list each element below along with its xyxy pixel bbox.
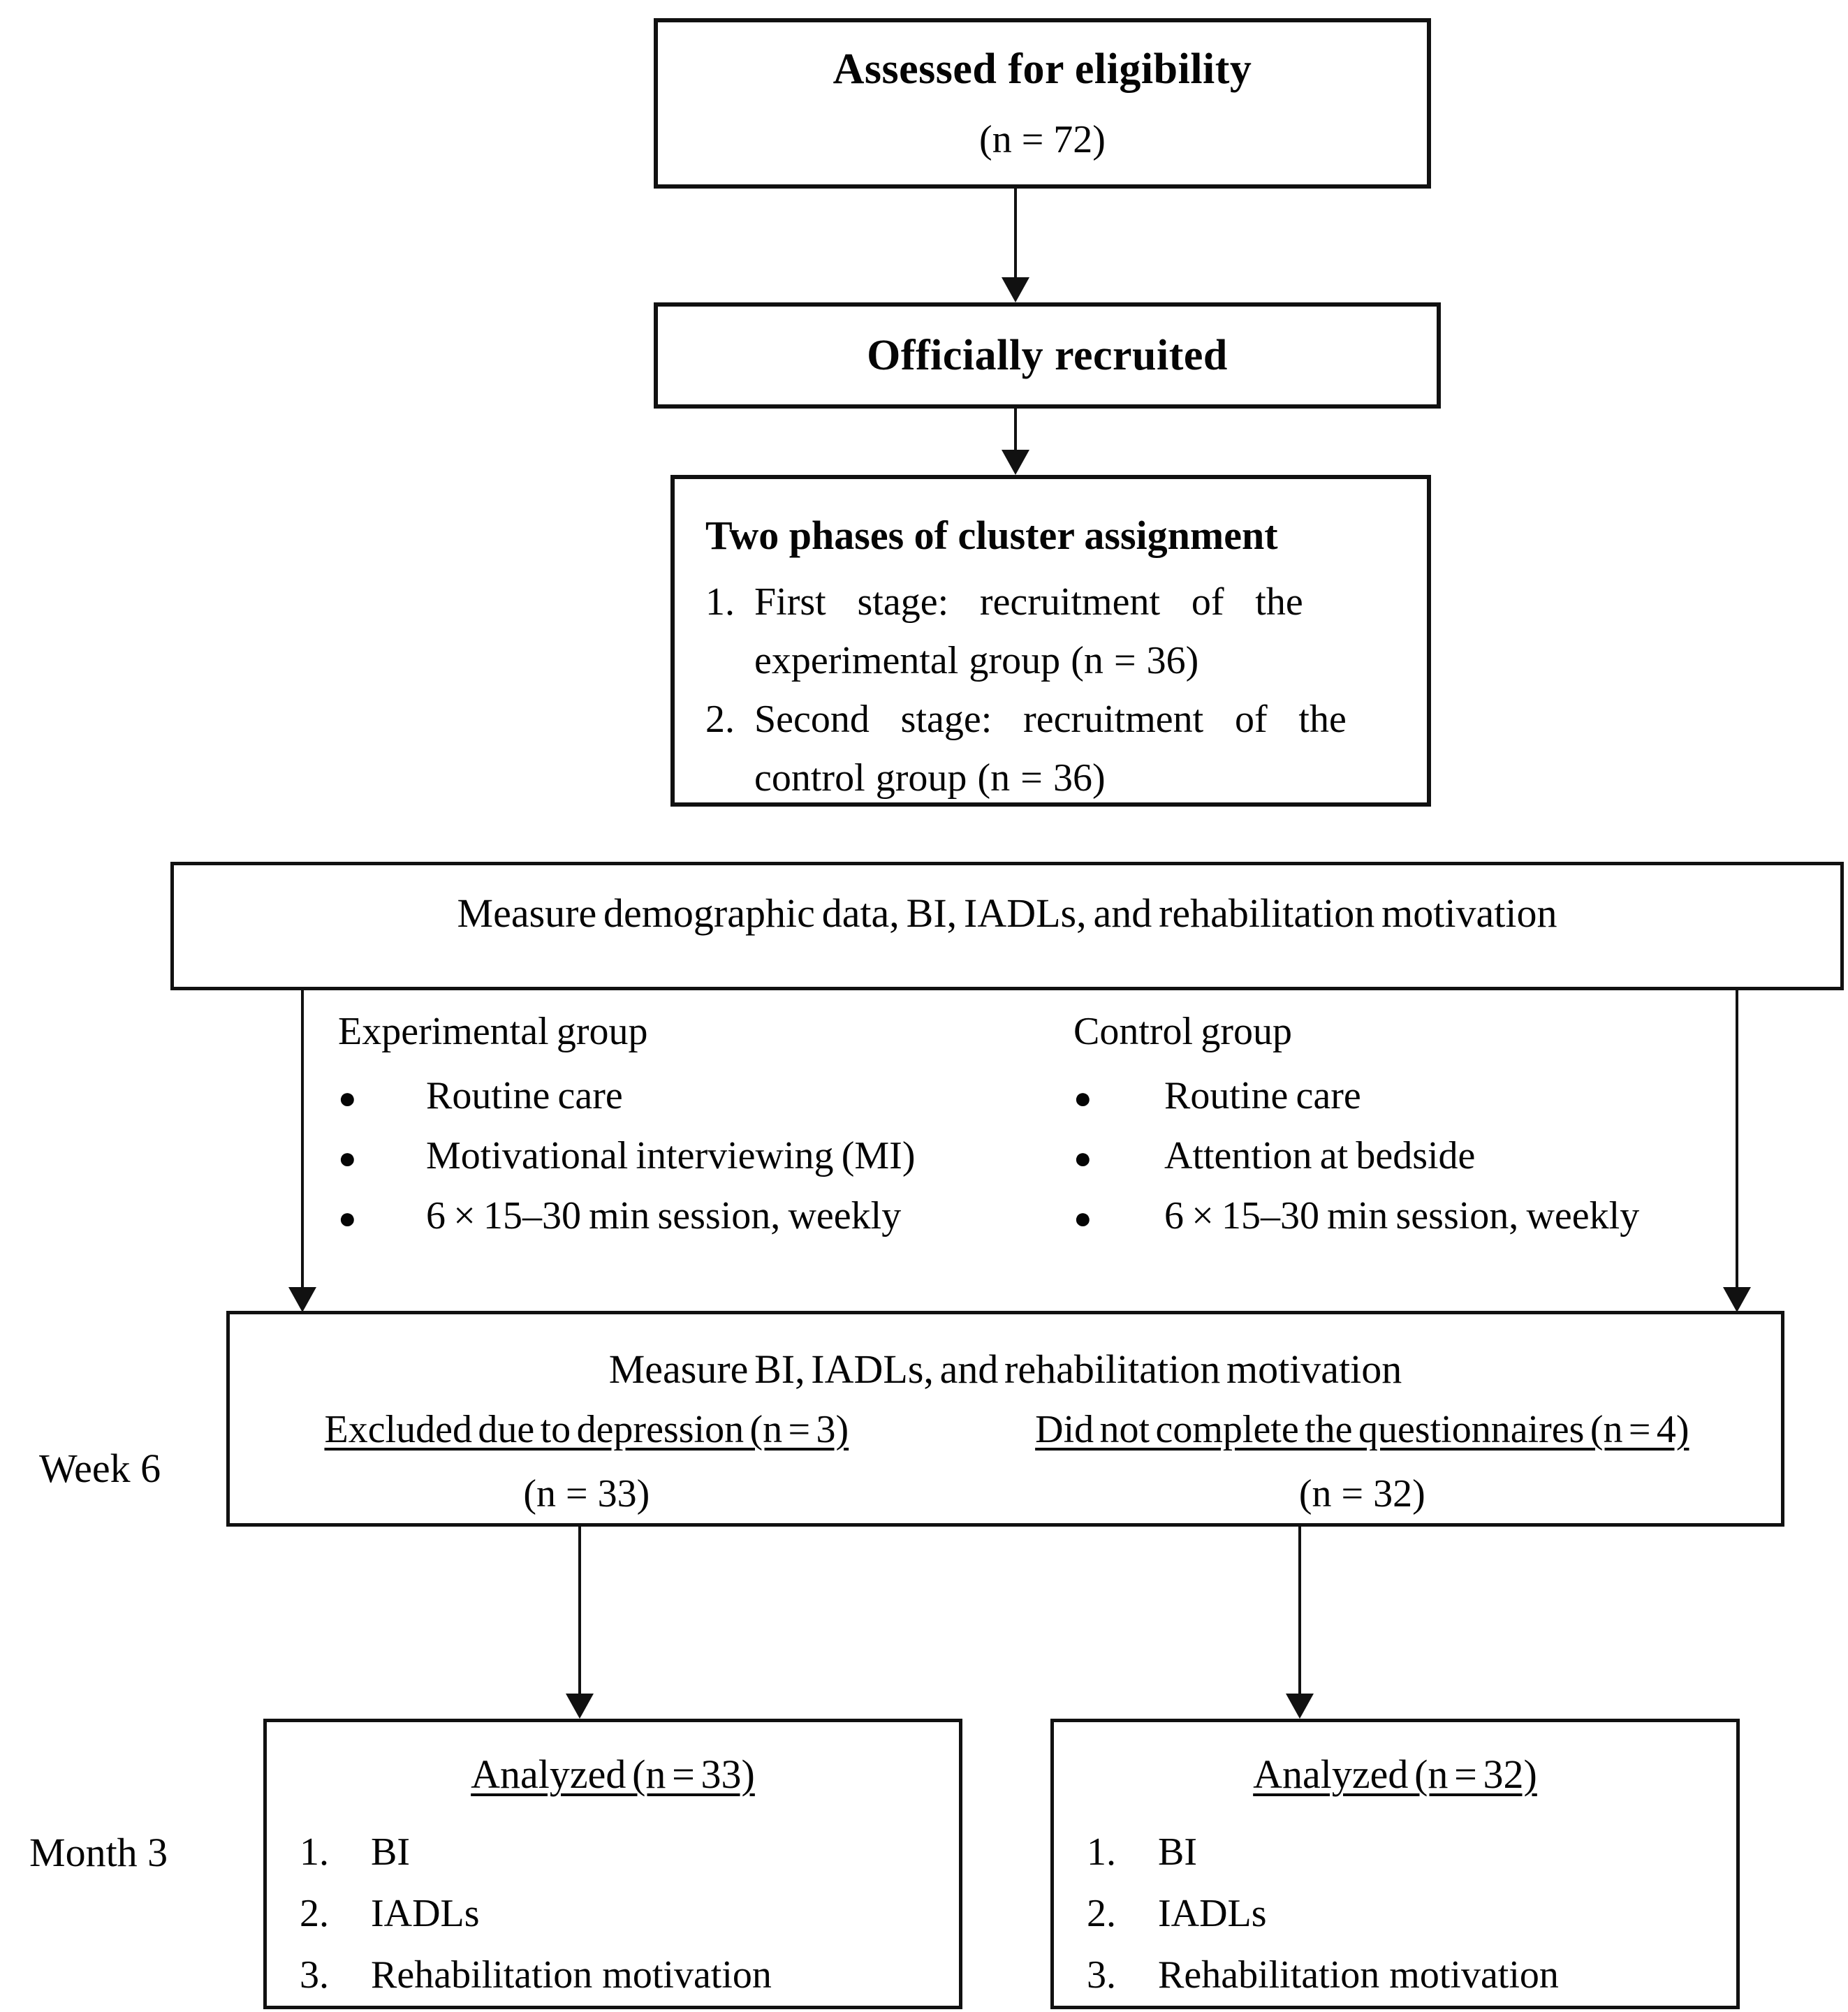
control-bullet-item: ● Routine care — [1073, 1067, 1786, 1127]
control-bullet-3: 6 × 15–30 min session, weekly — [1164, 1194, 1640, 1238]
experimental-bullet-1: Routine care — [426, 1073, 623, 1117]
analyzed-left-list: 1. BI 2. IADLs 3. Rehabilitation motivat… — [267, 1821, 959, 2006]
bullet-icon: ● — [1073, 1080, 1092, 1115]
experimental-bullet-item: ● 6 × 15–30 min session, weekly — [338, 1187, 1036, 1247]
control-bullet-2: Attention at bedside — [1164, 1133, 1476, 1177]
experimental-bullet-item: ● Routine care — [338, 1067, 1036, 1127]
cluster-item-2: 2. Second stage: recruitment of the cont… — [705, 690, 1396, 807]
control-bullet-1: Routine care — [1164, 1073, 1361, 1117]
arrow-experimental-line — [301, 990, 304, 1290]
bullet-icon: ● — [338, 1140, 357, 1175]
arrow-control-line — [1736, 990, 1738, 1290]
box-analyzed-experimental: Analyzed (n = 33) 1. BI 2. IADLs 3. Reha… — [263, 1719, 962, 2009]
arrow-experimental-head — [288, 1287, 316, 1312]
control-group-column: Control group ● Routine care ● Attention… — [1073, 1004, 1786, 1247]
cluster-item-1-line1: First stage: recruitment of the — [754, 580, 1303, 624]
analyzed-left-item-3-number: 3. — [300, 1953, 329, 1997]
analyzed-right-item-1-text: BI — [1158, 1830, 1197, 1874]
bullet-icon: ● — [338, 1200, 357, 1235]
cluster-item-2-line1: Second stage: recruitment of the — [754, 698, 1347, 742]
week6-excluded-right: Did not complete the questionnaires (n =… — [1035, 1408, 1689, 1452]
cluster-title: Two phases of cluster assignment — [705, 513, 1278, 558]
arrow-recruited-to-cluster-line — [1014, 409, 1017, 453]
week6-n-left: (n = 33) — [523, 1471, 650, 1515]
analyzed-right-list: 1. BI 2. IADLs 3. Rehabilitation motivat… — [1054, 1821, 1736, 2006]
timeline-label-month3: Month 3 — [29, 1830, 168, 1875]
box-cluster-assignment: Two phases of cluster assignment 1. Firs… — [670, 475, 1431, 807]
box-analyzed-control: Analyzed (n = 32) 1. BI 2. IADLs 3. Reha… — [1050, 1719, 1740, 2009]
box-assessed-for-eligibility: Assessed for eligibility (n = 72) — [654, 18, 1431, 189]
analyzed-right-item: 1. BI — [1087, 1821, 1736, 1883]
analyzed-left-item-2-number: 2. — [300, 1892, 329, 1936]
week6-excluded-left: Excluded due to depression (n = 3) — [324, 1408, 849, 1452]
cluster-item-2-number: 2. — [705, 698, 735, 742]
arrow-control-head — [1723, 1287, 1751, 1312]
week6-exclusion-row: Excluded due to depression (n = 3) Did n… — [230, 1402, 1781, 1458]
experimental-bullet-2: Motivational interviewing (MI) — [426, 1133, 916, 1177]
recruited-title: Officially recruited — [867, 331, 1228, 379]
analyzed-left-item-1-number: 1. — [300, 1830, 329, 1874]
bullet-icon: ● — [1073, 1200, 1092, 1235]
control-group-bullet-list: ● Routine care ● Attention at bedside ● … — [1073, 1067, 1786, 1247]
analyzed-left-item-3-text: Rehabilitation motivation — [371, 1953, 772, 1997]
analyzed-right-item-2-number: 2. — [1087, 1892, 1116, 1936]
control-bullet-item: ● 6 × 15–30 min session, weekly — [1073, 1187, 1786, 1247]
arrow-week6-to-analyzed-right-line — [1298, 1527, 1301, 1696]
week6-measure-text: Measure BI, IADLs, and rehabilitation mo… — [608, 1346, 1402, 1392]
assessed-title: Assessed for eligibility — [833, 45, 1252, 94]
analyzed-left-item-2-text: IADLs — [371, 1892, 480, 1936]
control-bullet-item: ● Attention at bedside — [1073, 1127, 1786, 1187]
analyzed-right-title: Analyzed (n = 32) — [1253, 1752, 1537, 1797]
analyzed-left-item-1-text: BI — [371, 1830, 410, 1874]
cluster-item-1-line2: experimental group (n = 36) — [754, 639, 1199, 683]
experimental-group-bullet-list: ● Routine care ● Motivational interviewi… — [338, 1067, 1036, 1247]
cluster-item-1: 1. First stage: recruitment of the exper… — [705, 573, 1396, 690]
experimental-bullet-item: ● Motivational interviewing (MI) — [338, 1127, 1036, 1187]
analyzed-right-item-3-text: Rehabilitation motivation — [1158, 1953, 1559, 1997]
arrow-week6-to-analyzed-left-line — [578, 1527, 581, 1696]
week6-n-row: (n = 33) (n = 32) — [230, 1467, 1781, 1522]
control-group-title: Control group — [1073, 1010, 1292, 1053]
assessed-n: (n = 72) — [979, 118, 1106, 162]
experimental-group-column: Experimental group ● Routine care ● Moti… — [338, 1004, 1036, 1247]
experimental-group-title: Experimental group — [338, 1010, 648, 1053]
arrow-recruited-to-cluster-head — [1002, 450, 1029, 475]
analyzed-right-item: 3. Rehabilitation motivation — [1087, 1944, 1736, 2006]
analyzed-left-item: 3. Rehabilitation motivation — [300, 1944, 959, 2006]
analyzed-left-item: 2. IADLs — [300, 1883, 959, 1944]
analyzed-right-item-3-number: 3. — [1087, 1953, 1116, 1997]
box-officially-recruited: Officially recruited — [654, 302, 1441, 409]
baseline-measure-text: Measure demographic data, BI, IADLs, and… — [457, 890, 1557, 936]
analyzed-left-item: 1. BI — [300, 1821, 959, 1883]
analyzed-right-item-2-text: IADLs — [1158, 1892, 1267, 1936]
analyzed-right-item-1-number: 1. — [1087, 1830, 1116, 1874]
cluster-item-2-line2: control group (n = 36) — [754, 756, 1106, 800]
analyzed-right-item: 2. IADLs — [1087, 1883, 1736, 1944]
box-week6-measure: Measure BI, IADLs, and rehabilitation mo… — [226, 1311, 1784, 1527]
experimental-bullet-3: 6 × 15–30 min session, weekly — [426, 1194, 902, 1238]
timeline-label-week6: Week 6 — [39, 1446, 161, 1491]
bullet-icon: ● — [1073, 1140, 1092, 1175]
week6-n-right: (n = 32) — [1298, 1471, 1425, 1515]
analyzed-left-title: Analyzed (n = 33) — [471, 1752, 755, 1797]
arrow-eligibility-to-recruited-line — [1014, 189, 1017, 281]
arrow-week6-to-analyzed-left-head — [566, 1694, 594, 1719]
bullet-icon: ● — [338, 1080, 357, 1115]
arrow-week6-to-analyzed-right-head — [1286, 1694, 1314, 1719]
box-baseline-measure: Measure demographic data, BI, IADLs, and… — [170, 862, 1844, 990]
arrow-eligibility-to-recruited-head — [1002, 277, 1029, 302]
cluster-item-1-number: 1. — [705, 580, 735, 624]
